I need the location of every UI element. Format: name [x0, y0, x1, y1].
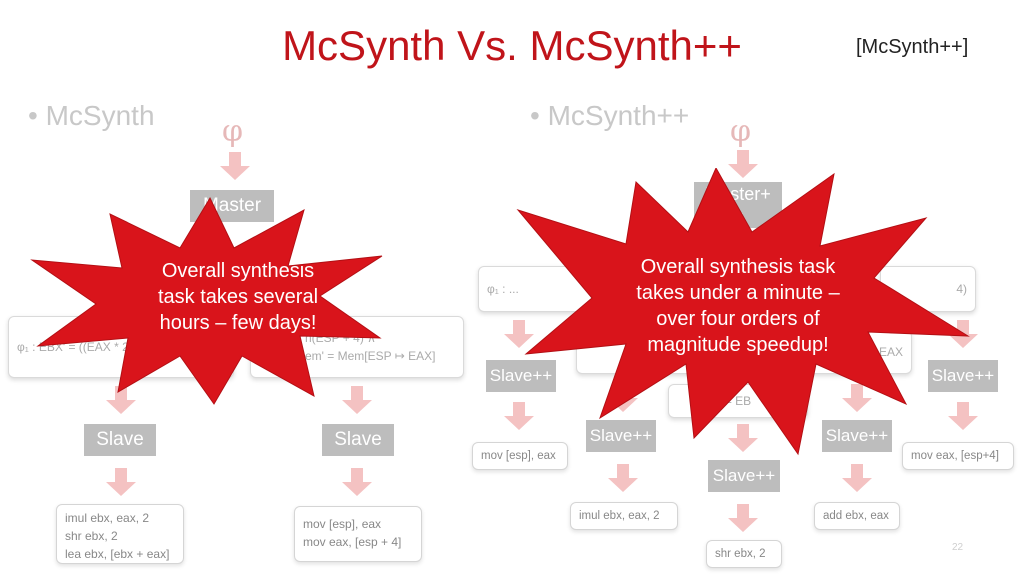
mid-task-text: EAX [878, 345, 903, 359]
split-task-right-line2: Mem' = Mem[ESP ↦ EAX] [295, 349, 436, 363]
down-arrow-icon [220, 152, 250, 180]
slide-title: McSynth Vs. McSynth++ [282, 22, 742, 69]
bullet-mcsynth-plus-label: McSynth++ [547, 100, 690, 131]
starburst-left [30, 196, 383, 405]
down-arrow-icon [842, 464, 872, 492]
down-arrow-icon [608, 464, 638, 492]
code-line: imul ebx, eax, 2 [579, 510, 660, 522]
down-arrow-icon [842, 384, 872, 412]
code-line: lea ebx, [ebx + eax] [65, 547, 170, 561]
code-plus-far-left: mov [esp], eax [472, 442, 568, 470]
down-arrow-icon [728, 150, 758, 178]
down-arrow-icon [106, 386, 136, 414]
code-line: mov eax, [esp + 4] [303, 535, 402, 549]
code-plus-far-right: mov eax, [esp+4] [902, 442, 1014, 470]
code-line: imul ebx, eax, 2 [65, 511, 150, 525]
down-arrow-icon [504, 320, 534, 348]
down-arrow-icon [342, 468, 372, 496]
code-plus-center: shr ebx, 2 [706, 540, 782, 568]
down-arrow-icon [948, 402, 978, 430]
code-line: shr ebx, 2 [65, 529, 118, 543]
burst-line: magnitude speedup! [647, 334, 829, 356]
down-arrow-icon [728, 504, 758, 532]
burst-text-right: Overall synthesis task takes under a min… [600, 254, 876, 358]
down-arrow-icon [728, 424, 758, 452]
code-block-left: imul ebx, eax, 2 shr ebx, 2 lea ebx, [eb… [56, 504, 184, 564]
code-line: add ebx, eax [823, 510, 889, 522]
burst-line: over four orders of [656, 308, 820, 330]
slave-plus-mid-left: Slave++ [586, 420, 656, 452]
slave-box-right: Slave [322, 424, 394, 456]
slave-box-left: Slave [84, 424, 156, 456]
down-arrow-icon [342, 386, 372, 414]
down-arrow-icon [106, 468, 136, 496]
slave-plus-mid-right: Slave++ [822, 420, 892, 452]
bullet-mcsynth: • McSynth [28, 100, 155, 131]
bullet-mcsynth-label: McSynth [45, 100, 155, 131]
phi-symbol-left: φ [222, 114, 244, 149]
starburst-right [516, 168, 970, 456]
burst-line: hours – few days! [159, 312, 317, 334]
code-block-right: mov [esp], eax mov eax, [esp + 4] [294, 506, 422, 562]
page-number: 22 [952, 542, 964, 553]
burst-line: Overall synthesis [161, 260, 315, 282]
down-arrow-icon [504, 402, 534, 430]
code-line: mov [esp], eax [303, 517, 382, 531]
split-task-right-plus-text: 4) [956, 282, 967, 296]
code-plus-mid-left: imul ebx, eax, 2 [570, 502, 678, 530]
burst-text-left: Overall synthesis task takes several hou… [120, 258, 356, 336]
code-line: shr ebx, 2 [715, 548, 766, 560]
phi-symbol-right: φ [730, 114, 752, 149]
code-line: mov [esp], eax [481, 450, 556, 462]
citation-tag: [McSynth++] [856, 36, 969, 58]
slave-plus-far-right: Slave++ [928, 360, 998, 392]
slave-plus-center: Slave++ [708, 460, 780, 492]
burst-line: Overall synthesis task [640, 256, 836, 278]
slave-plus-far-left: Slave++ [486, 360, 556, 392]
split-task-left-plus-text: φ₁ : ... [487, 282, 519, 296]
burst-line: task takes several [157, 286, 319, 308]
burst-line: takes under a minute – [636, 282, 840, 304]
bullet-mcsynth-plus: • McSynth++ [530, 100, 690, 131]
code-line: mov eax, [esp+4] [911, 450, 999, 462]
code-plus-mid-right: add ebx, eax [814, 502, 900, 530]
